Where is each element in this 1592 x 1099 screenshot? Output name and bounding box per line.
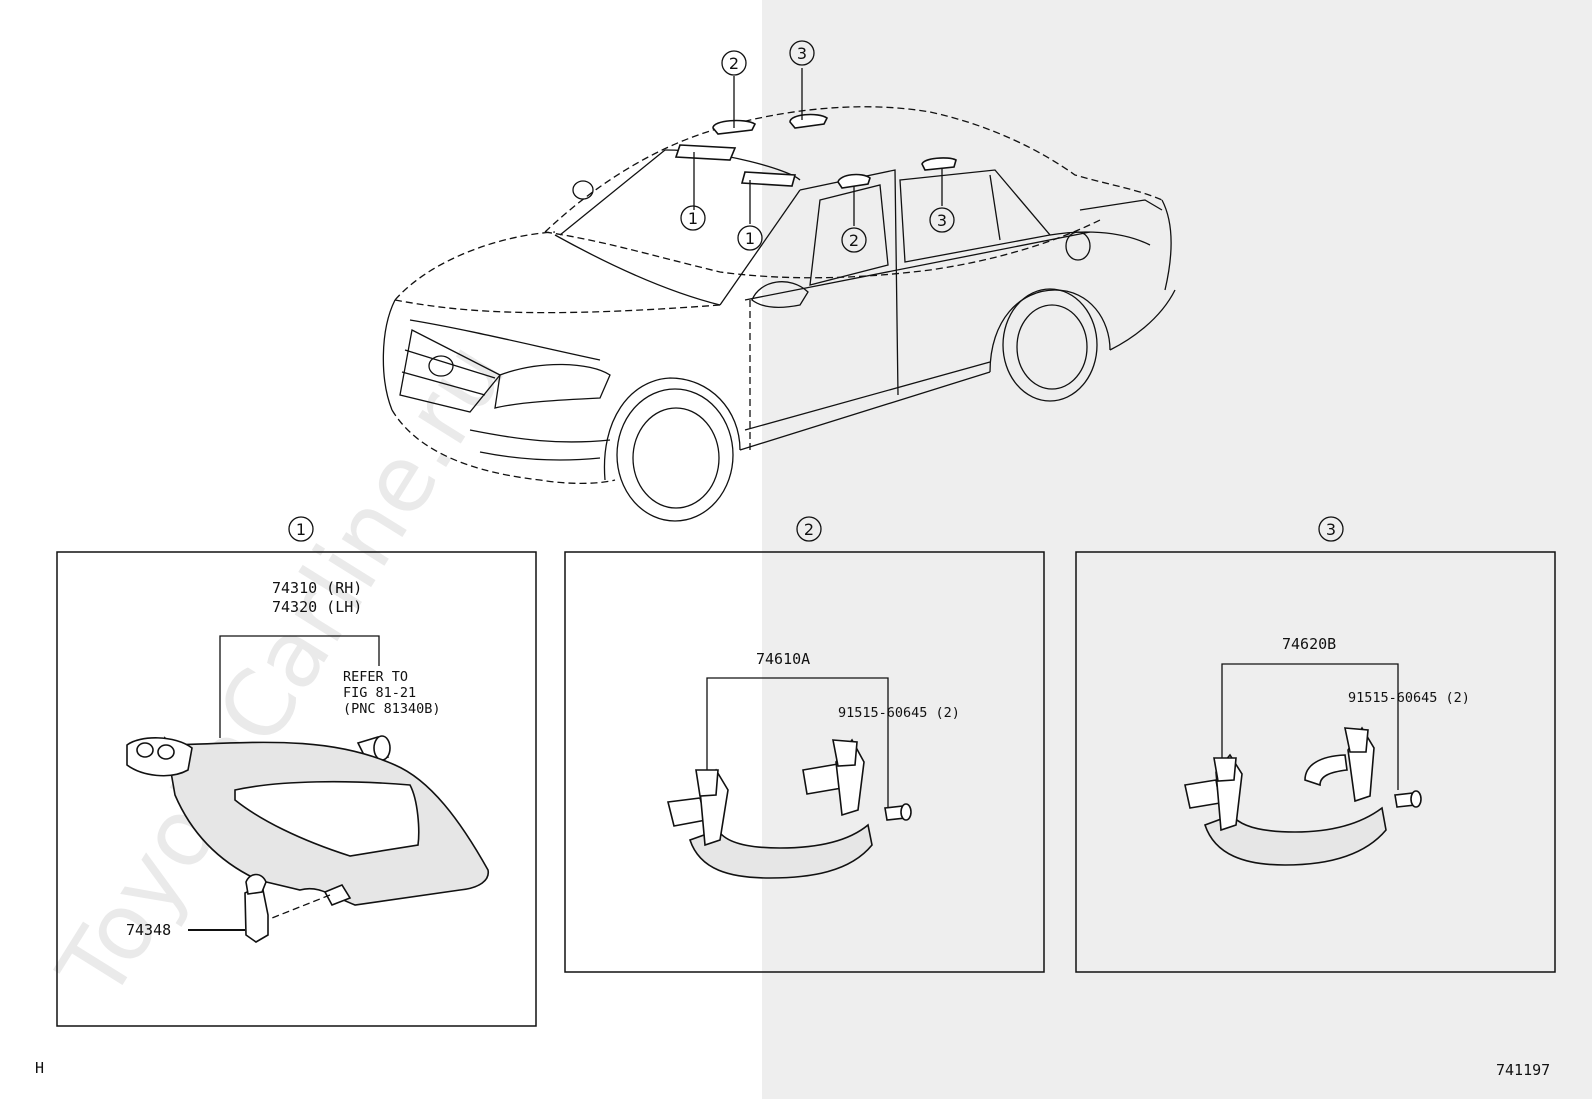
figure-number: 741197: [1496, 1061, 1550, 1079]
note-refer-to: REFER TO: [343, 669, 408, 685]
panel-3-frame: [1075, 551, 1556, 973]
panel-3-number: 3: [1326, 520, 1336, 539]
panel-1-frame: [56, 551, 537, 1027]
panel-assist-grip-front: 2 74610A 91515-60645 (2): [564, 516, 1045, 973]
part-74310-rh: 74310 (RH): [272, 579, 362, 597]
car-overview: 1 1 2 2 3 3: [382, 40, 1176, 522]
callout-1b: 1: [745, 229, 755, 248]
panel-sun-visor: 1 74310 (RH) 74320 (LH) REFER TO FIG 81-…: [56, 516, 537, 1027]
panel-assist-grip-rear: 3 74620B 91515-60645 (2): [1075, 516, 1556, 973]
footer-left-code: H: [35, 1059, 44, 1077]
note-pnc: (PNC 81340B): [343, 701, 441, 717]
panel-2-frame: [564, 551, 1045, 973]
note-fig: FIG 81-21: [343, 685, 416, 701]
part-91515-60645-panel2: 91515-60645 (2): [838, 705, 960, 721]
callout-3a: 3: [797, 44, 807, 63]
callout-3b: 3: [937, 211, 947, 230]
part-74620b: 74620B: [1282, 635, 1336, 653]
part-74320-lh: 74320 (LH): [272, 598, 362, 616]
part-74348: 74348: [126, 921, 171, 939]
watermark: ToyotaCarline.ru: [37, 324, 526, 1017]
part-91515-60645-panel3: 91515-60645 (2): [1348, 690, 1470, 706]
panel-1-number: 1: [296, 520, 306, 539]
panel-2-number: 2: [804, 520, 814, 539]
part-74610a: 74610A: [756, 650, 810, 668]
callout-2a: 2: [729, 54, 739, 73]
callout-2b: 2: [849, 231, 859, 250]
callout-1a: 1: [688, 209, 698, 228]
